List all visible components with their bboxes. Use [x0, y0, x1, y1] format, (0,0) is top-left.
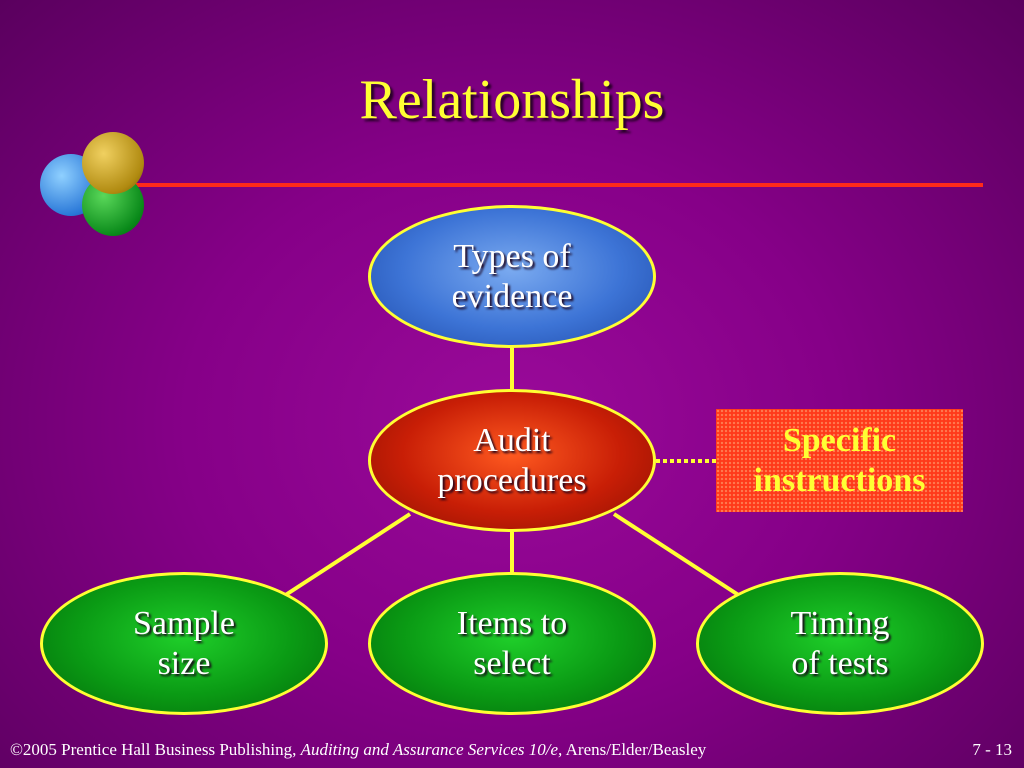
footer-book-title: Auditing and Assurance Services 10/e, [300, 740, 563, 759]
footer-authors: Arens/Elder/Beasley [565, 740, 707, 759]
link-procedures-sample-size [282, 512, 412, 598]
link-procedures-timing [612, 512, 742, 598]
footer-citation: ©2005 Prentice Hall Business Publishing,… [10, 740, 706, 760]
node-types-of-evidence: Types of evidence [368, 205, 656, 348]
node-label: Types of evidence [451, 237, 573, 315]
footer-copyright: ©2005 Prentice Hall Business Publishing, [10, 740, 297, 759]
node-items-to-select: Items to select [368, 572, 656, 715]
node-audit-procedures: Audit procedures [368, 389, 656, 532]
node-label: Items to select [456, 604, 568, 682]
specific-instructions-box: Specific instructions [716, 409, 963, 512]
node-label: Audit procedures [437, 421, 587, 499]
gold-circle-icon [82, 132, 144, 194]
page-number: 7 - 13 [972, 740, 1012, 759]
node-timing-of-tests: Timing of tests [696, 572, 984, 715]
node-label: Timing of tests [790, 604, 890, 682]
slide-title: Relationships [359, 69, 665, 131]
node-label: Sample size [133, 604, 235, 682]
note-label: Specific instructions [753, 421, 926, 499]
node-sample-size: Sample size [40, 572, 328, 715]
title-underline [128, 183, 983, 187]
